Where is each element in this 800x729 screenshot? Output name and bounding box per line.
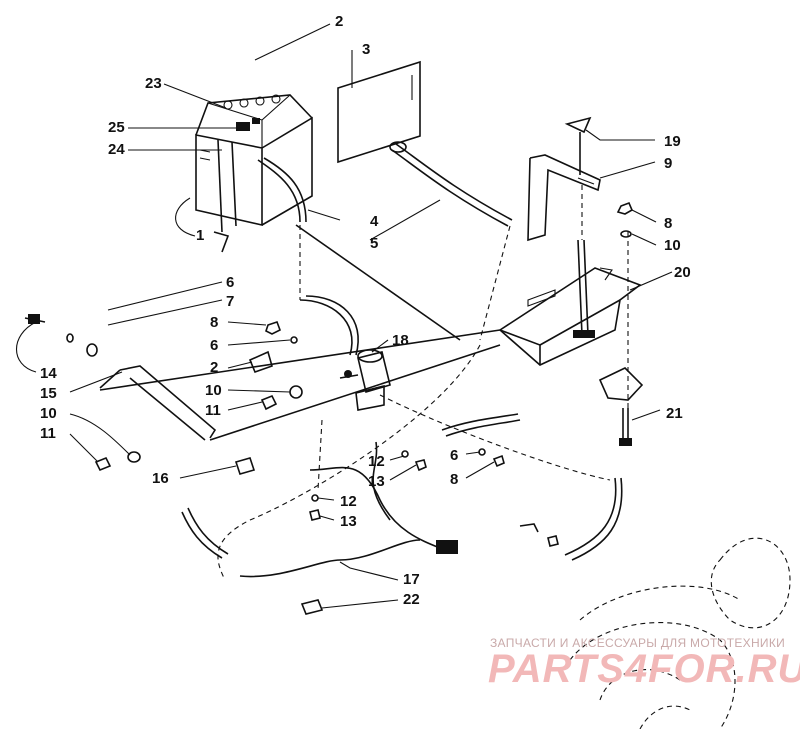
callout-6-top: 6 <box>226 274 234 291</box>
callout-labels: 2 3 23 25 24 1 4 5 19 9 8 10 20 6 7 8 6 … <box>40 13 691 608</box>
callout-15: 15 <box>40 385 57 402</box>
callout-1: 1 <box>196 227 204 244</box>
callout-2-top: 2 <box>335 13 343 30</box>
callout-7: 7 <box>226 293 234 310</box>
callout-18: 18 <box>392 332 409 349</box>
callout-8-low: 8 <box>450 471 458 488</box>
cover-plate-icon <box>337 60 421 164</box>
callout-10-right: 10 <box>664 237 681 254</box>
callout-12-a: 12 <box>368 453 385 470</box>
bolt-icon <box>598 367 644 446</box>
watermark: ЗАПЧАСТИ И АКСЕССУАРЫ ДЛЯ МОТОТЕХНИКИ PA… <box>488 636 800 691</box>
hold-down-rod-icon <box>24 314 121 389</box>
callout-14: 14 <box>40 365 57 382</box>
terminal-icon <box>300 448 559 615</box>
callout-22: 22 <box>403 591 420 608</box>
callout-9: 9 <box>664 155 672 172</box>
callout-2-mid: 2 <box>210 359 218 376</box>
callout-6-mid: 6 <box>210 337 218 354</box>
callout-17: 17 <box>403 571 420 588</box>
cable-icon <box>181 141 629 581</box>
callout-10-mid: 10 <box>205 382 222 399</box>
watermark-tagline: ЗАПЧАСТИ И АКСЕССУАРЫ ДЛЯ МОТОТЕХНИКИ <box>490 636 785 650</box>
callout-8-right: 8 <box>664 215 672 232</box>
callout-20: 20 <box>674 264 691 281</box>
callout-11-mid: 11 <box>205 402 221 419</box>
flywheel-icon <box>569 537 791 729</box>
callout-21: 21 <box>666 405 683 422</box>
callout-19: 19 <box>664 133 681 150</box>
callout-24: 24 <box>108 141 125 158</box>
callout-4: 4 <box>370 213 379 230</box>
tray-icon <box>498 239 642 366</box>
callout-25: 25 <box>108 119 125 136</box>
callout-16: 16 <box>152 470 169 487</box>
rod-icon <box>99 224 501 441</box>
bracket-icon <box>527 116 601 242</box>
callout-8-mid: 8 <box>210 314 218 331</box>
watermark-brand: PARTS4FOR.RU <box>488 647 800 691</box>
callout-6-right: 6 <box>450 447 458 464</box>
callout-23: 23 <box>145 75 162 92</box>
solenoid-icon <box>339 349 391 411</box>
callout-13-b: 13 <box>340 513 357 530</box>
callout-13-a: 13 <box>368 473 385 490</box>
sleeve-icon <box>234 457 256 475</box>
callout-5: 5 <box>370 235 378 252</box>
callout-3: 3 <box>362 41 370 58</box>
battery-icon <box>195 94 313 253</box>
hardware-icon <box>94 320 303 472</box>
callout-12-b: 12 <box>340 493 357 510</box>
nut-icon <box>616 201 634 238</box>
leader-lines <box>15 23 673 609</box>
callout-10-left: 10 <box>40 405 57 422</box>
callout-11-left: 11 <box>40 425 56 442</box>
